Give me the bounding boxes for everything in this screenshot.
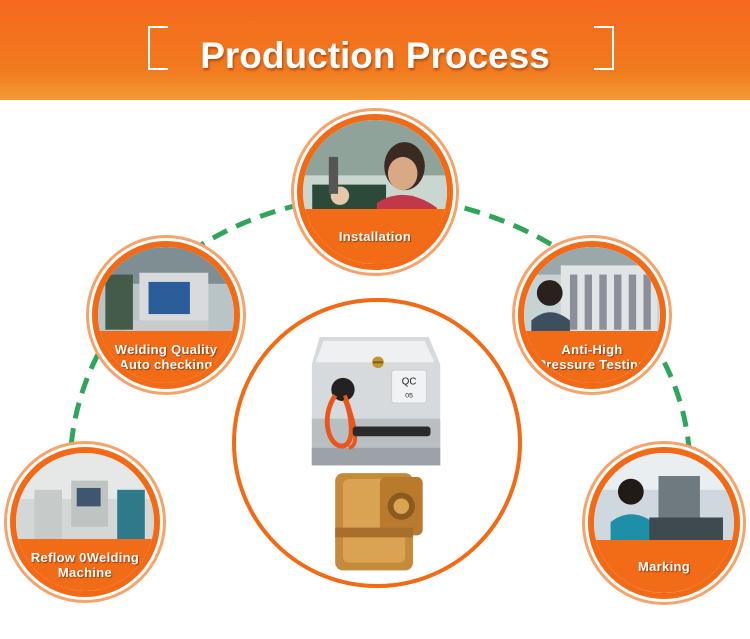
product-circle: QC 05 — [232, 298, 522, 588]
frame-gap — [168, 24, 594, 30]
step-caption: Marking — [594, 539, 734, 593]
step-caption: Anti-High Pressure Testing — [524, 331, 660, 383]
step-marking: Marking — [588, 447, 740, 599]
page-title: Production Process — [200, 35, 550, 76]
step-installation: Installation — [297, 114, 453, 270]
valve-actuator-image: QC 05 — [311, 337, 441, 571]
header-banner — [0, 0, 750, 100]
step-reflow-welding: Reflow 0Welding Machine — [10, 447, 160, 597]
step-caption: Installation — [303, 209, 447, 264]
step-welding-quality: Welding Quality Auto checking — [92, 241, 240, 389]
qc-label-line2: 05 — [405, 392, 413, 399]
step-caption: Reflow 0Welding Machine — [16, 538, 154, 591]
qc-label-line1: QC — [402, 377, 417, 388]
step-caption: Welding Quality Auto checking — [98, 331, 234, 383]
step-pressure-testing: Anti-High Pressure Testing — [518, 241, 666, 389]
frame-gap — [168, 66, 594, 72]
